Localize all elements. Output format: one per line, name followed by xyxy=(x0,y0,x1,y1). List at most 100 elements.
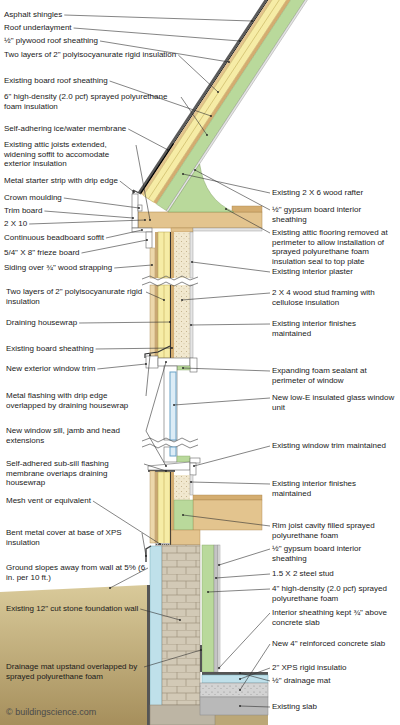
leader-line xyxy=(74,28,240,41)
cellulose-cavity xyxy=(174,232,190,278)
callout-label: ½" gypsum board interior sheathing xyxy=(272,205,396,224)
foam-seal xyxy=(168,164,234,212)
leader-line xyxy=(192,262,270,272)
callout-label: Trim board xyxy=(4,206,42,216)
callout-label: Continuous beadboard soffit xyxy=(4,233,104,243)
leader-line xyxy=(181,97,207,135)
leader-line xyxy=(144,650,201,667)
gypsum-sheathing xyxy=(218,545,220,669)
leader-dot xyxy=(145,363,147,365)
leader-dot xyxy=(218,564,220,566)
leader-dot xyxy=(133,191,135,193)
callout-label: Draining housewrap xyxy=(6,318,77,328)
callout-label: Drainage mat upstand overlapped by spray… xyxy=(6,662,142,681)
leader-dot xyxy=(171,347,173,349)
leader-dot xyxy=(181,299,183,301)
leader-dot xyxy=(228,61,230,63)
leader-dot xyxy=(149,219,151,221)
cellulose-cavity xyxy=(174,475,190,500)
sill-extension xyxy=(148,462,190,470)
callout-label: Self-adhered sub-sill flashing membrane … xyxy=(6,459,142,488)
leader-dot xyxy=(149,354,151,356)
crown-moulding xyxy=(138,205,142,211)
leader-dot xyxy=(215,577,217,579)
leader-line xyxy=(144,464,166,471)
leader-dot xyxy=(138,207,140,209)
polyiso-joint xyxy=(164,285,165,358)
ice-water-membrane xyxy=(141,144,174,194)
callout-label: Existing attic joists extended, widening… xyxy=(4,140,134,169)
leader-dot xyxy=(251,20,253,22)
attic-flooring xyxy=(232,206,262,212)
leader-line xyxy=(97,364,146,369)
leader-line xyxy=(216,574,270,578)
housewrap xyxy=(170,285,171,358)
leader-line xyxy=(136,145,150,220)
leader-dot xyxy=(151,264,153,266)
existing-slab xyxy=(200,697,268,715)
floor-joist xyxy=(193,500,262,530)
window-frame xyxy=(164,447,177,462)
leader-line xyxy=(120,181,134,192)
break-line xyxy=(142,276,198,280)
leader-line xyxy=(146,292,164,300)
strapping xyxy=(155,472,158,543)
siding xyxy=(150,471,155,543)
leader-dot xyxy=(182,367,184,369)
callout-label: 5/4" X 8" frieze board xyxy=(4,248,80,258)
leader-dot xyxy=(159,543,161,545)
interior-stool xyxy=(190,458,200,463)
interior-plaster xyxy=(190,232,193,278)
leader-dot xyxy=(225,208,227,210)
callout-label: ½" gypsum board interior sheathing xyxy=(272,544,396,563)
leader-line xyxy=(226,209,270,233)
callout-label: Two layers of 2" polyisocyanurate rigid … xyxy=(6,287,144,306)
board-sheathing xyxy=(171,285,174,358)
callout-label: Existing interior finishes maintained xyxy=(272,479,396,498)
ceiling-gypsum xyxy=(193,228,262,231)
leader-dot xyxy=(206,134,208,136)
leader-line xyxy=(64,198,139,208)
callout-label: Existing slab xyxy=(272,702,317,712)
leader-line xyxy=(191,482,270,484)
leader-line xyxy=(219,613,270,668)
leader-line xyxy=(106,230,142,238)
polyiso-joint xyxy=(164,232,165,278)
callout-label: Existing attic flooring removed at perim… xyxy=(272,228,396,266)
callout-label: Rim joist cavity filled sprayed polyuret… xyxy=(272,521,396,540)
frieze-board xyxy=(146,232,152,248)
leader-dot xyxy=(194,169,196,171)
top-plate xyxy=(171,228,193,232)
exterior-trim xyxy=(146,356,158,368)
callout-label: Ground slopes away from wall at 5% (6 in… xyxy=(6,563,146,582)
leader-dot xyxy=(218,667,220,669)
leader-line xyxy=(44,211,133,218)
leader-dot xyxy=(169,321,171,323)
leader-dot xyxy=(132,217,134,219)
callout-label: Roof underlayment xyxy=(4,23,72,33)
leader-dot xyxy=(146,239,148,241)
foam-sealant xyxy=(177,456,190,462)
callout-label: Interior sheathing kept ¾" above concret… xyxy=(272,608,396,627)
leader-line xyxy=(219,549,270,565)
callout-label: 2 X 10 xyxy=(4,219,27,229)
callout-label: Existing interior plaster xyxy=(272,267,353,277)
leader-dot xyxy=(217,91,219,93)
ground xyxy=(0,585,147,725)
callout-label: Crown moulding xyxy=(4,193,62,203)
leader-dot xyxy=(239,40,241,42)
callout-label: Mesh vent or equivalent xyxy=(6,496,91,506)
interior-finish xyxy=(190,475,193,495)
leader-dot xyxy=(200,649,202,651)
leader-dot xyxy=(190,481,192,483)
board-sheathing xyxy=(171,472,174,500)
callout-label: 6" high-density (2.0 pcf) sprayed polyur… xyxy=(4,92,179,111)
callout-label: Two layers of 2" polyisocyanurate rigid … xyxy=(4,50,176,60)
leader-dot xyxy=(207,591,209,593)
bent-metal-cover xyxy=(146,546,151,562)
callout-label: Existing window trim maintained xyxy=(272,441,386,451)
leader-dot xyxy=(109,587,111,589)
callout-label: Existing 12" cut stone foundation wall xyxy=(6,604,138,614)
leader-line xyxy=(183,174,270,193)
